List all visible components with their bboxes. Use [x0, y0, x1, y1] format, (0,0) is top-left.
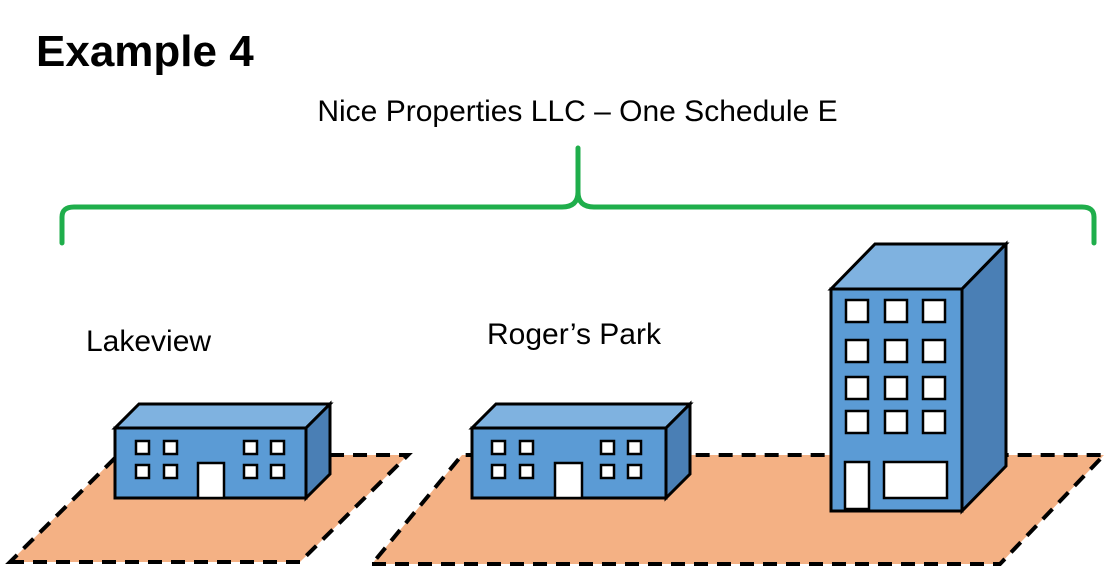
lakeview-label: Lakeview: [86, 325, 212, 358]
lakeview-building: [111, 400, 334, 502]
grouping-bracket: [59, 145, 1097, 246]
rogers-park-label: Roger’s Park: [487, 318, 661, 351]
llc-schedule-caption-text: Nice Properties LLC – One Schedule E: [317, 95, 838, 128]
llc-schedule-caption: Nice Properties LLC – One Schedule E: [0, 97, 1107, 127]
slide-title: Example 4: [36, 27, 254, 76]
rogers-park-building: [468, 400, 694, 502]
rogers-park-tower: [827, 240, 1010, 515]
